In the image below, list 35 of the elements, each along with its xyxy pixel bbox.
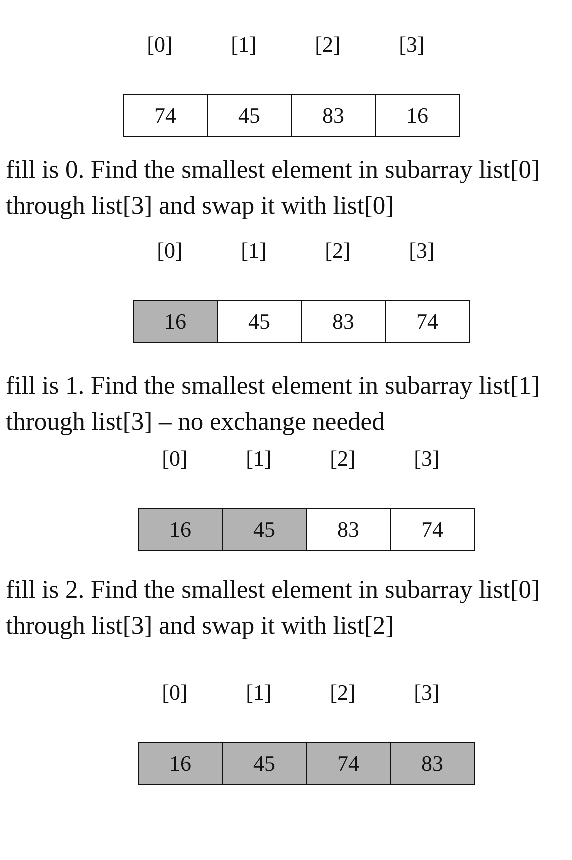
index-label: [3] [413, 680, 441, 706]
index-label: [0] [161, 680, 189, 706]
index-label: [0] [161, 446, 189, 472]
index-label: [2] [324, 238, 352, 264]
index-label: [2] [314, 32, 342, 58]
index-label: [0] [146, 32, 174, 58]
step-description: fill is 0. Find the smallest element in subarray list[0] through list[3] and swap it with list[0] [6, 154, 541, 222]
array-cell: 16 [138, 742, 223, 785]
array-cell: 83 [306, 508, 391, 551]
array-cell: 83 [301, 300, 386, 343]
index-label: [2] [329, 680, 357, 706]
array-cell: 74 [306, 742, 391, 785]
array-cell: 16 [138, 508, 223, 551]
array-cell: 16 [375, 94, 460, 137]
index-label: [1] [245, 680, 273, 706]
array-cell: 45 [207, 94, 292, 137]
step-description: fill is 1. Find the smallest element in subarray list[1] through list[3] – no exchange needed [6, 370, 541, 438]
array-cell: 45 [217, 300, 302, 343]
array-cell: 74 [123, 94, 208, 137]
array-cell: 16 [133, 300, 218, 343]
array-cell: 74 [385, 300, 470, 343]
array-cell: 45 [222, 742, 307, 785]
index-label: [1] [230, 32, 258, 58]
array-cell: 83 [291, 94, 376, 137]
index-label: [3] [408, 238, 436, 264]
array-cell: 45 [222, 508, 307, 551]
index-label: [3] [398, 32, 426, 58]
index-label: [3] [413, 446, 441, 472]
array-cell: 83 [390, 742, 475, 785]
index-label: [0] [156, 238, 184, 264]
step-description: fill is 2. Find the smallest element in subarray list[0] through list[3] and swap it with list[2] [6, 574, 541, 642]
index-label: [1] [245, 446, 273, 472]
array-cell: 74 [390, 508, 475, 551]
index-label: [2] [329, 446, 357, 472]
index-label: [1] [240, 238, 268, 264]
